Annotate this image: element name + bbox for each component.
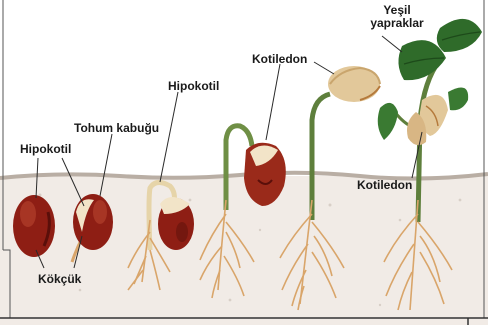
hypocotyl-label-center: Hipokotil	[168, 80, 219, 93]
green-leaves-label-line2: yapraklar	[362, 17, 432, 30]
radicle-label: Kökçük	[38, 273, 81, 286]
green-leaves-label: Yeşil yapraklar	[362, 4, 432, 30]
cotyledon-label-bottom: Kotiledon	[357, 179, 412, 192]
seed-coat-label: Tohum kabuğu	[74, 122, 159, 135]
hypocotyl-label-left: Hipokotil	[20, 143, 71, 156]
stage-1-seed	[13, 195, 55, 257]
cotyledon-label-top: Kotiledon	[252, 53, 307, 66]
